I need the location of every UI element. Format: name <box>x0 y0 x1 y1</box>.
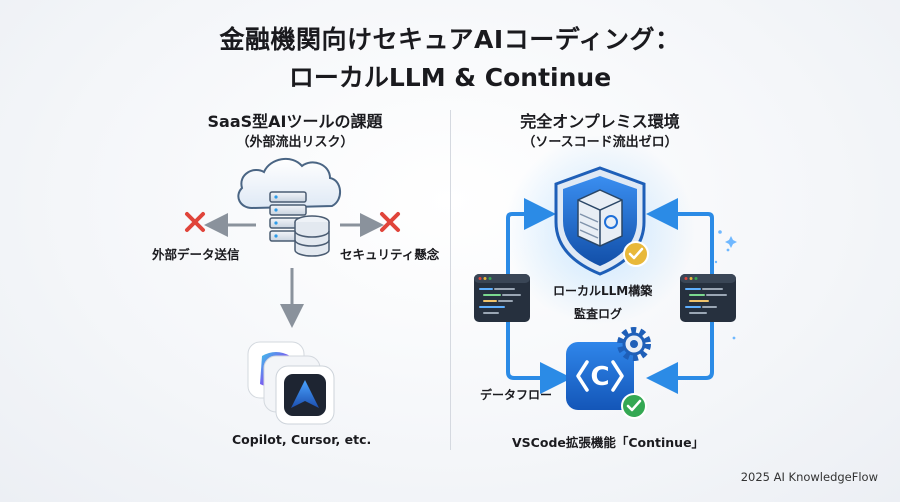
left-heading: SaaS型AIツールの課題 <box>207 112 383 131</box>
flow-arrow-bottom-left <box>506 322 572 394</box>
left-subheading: （外部流出リスク） <box>236 135 354 150</box>
database-icon <box>294 215 330 257</box>
footer-credit: 2025 AI KnowledgeFlow <box>740 470 878 484</box>
continue-logo-icon: C <box>566 342 634 410</box>
flow-arrow-top-left <box>506 198 556 278</box>
tools-caption: Copilot, Cursor, etc. <box>232 432 372 447</box>
label-security-concern: セキュリティ懸念 <box>340 247 440 262</box>
center-divider <box>450 110 451 450</box>
right-heading: 完全オンプレミス環境 <box>520 112 680 131</box>
code-window-icon-left <box>474 274 530 322</box>
x-mark-icon-left <box>185 212 205 232</box>
label-audit-log: 監査ログ <box>574 307 623 321</box>
label-data-flow: データフロー <box>480 388 553 402</box>
flow-arrow-bottom-right <box>646 322 714 394</box>
flow-arrow-top-right <box>646 198 714 278</box>
page-title-line2: ローカルLLM & Continue <box>288 63 612 92</box>
gold-check-badge-icon <box>623 241 649 267</box>
gear-icon <box>617 327 651 361</box>
shield-server-icon <box>554 166 646 276</box>
cloud-server-icon <box>237 157 341 242</box>
code-window-icon-right <box>680 274 736 322</box>
x-mark-icon-right <box>380 212 400 232</box>
green-check-badge-icon <box>621 393 647 419</box>
label-external-send: 外部データ送信 <box>152 247 240 262</box>
right-subheading: （ソースコード流出ゼロ） <box>522 135 678 150</box>
label-local-llm: ローカルLLM構築 <box>553 284 653 298</box>
continue-caption: VSCode拡張機能「Continue」 <box>512 435 705 450</box>
cursor-app-icon <box>275 365 335 425</box>
svg-text:C: C <box>590 362 609 392</box>
page-title-line1: 金融機関向けセキュアAIコーディング： <box>219 25 681 54</box>
